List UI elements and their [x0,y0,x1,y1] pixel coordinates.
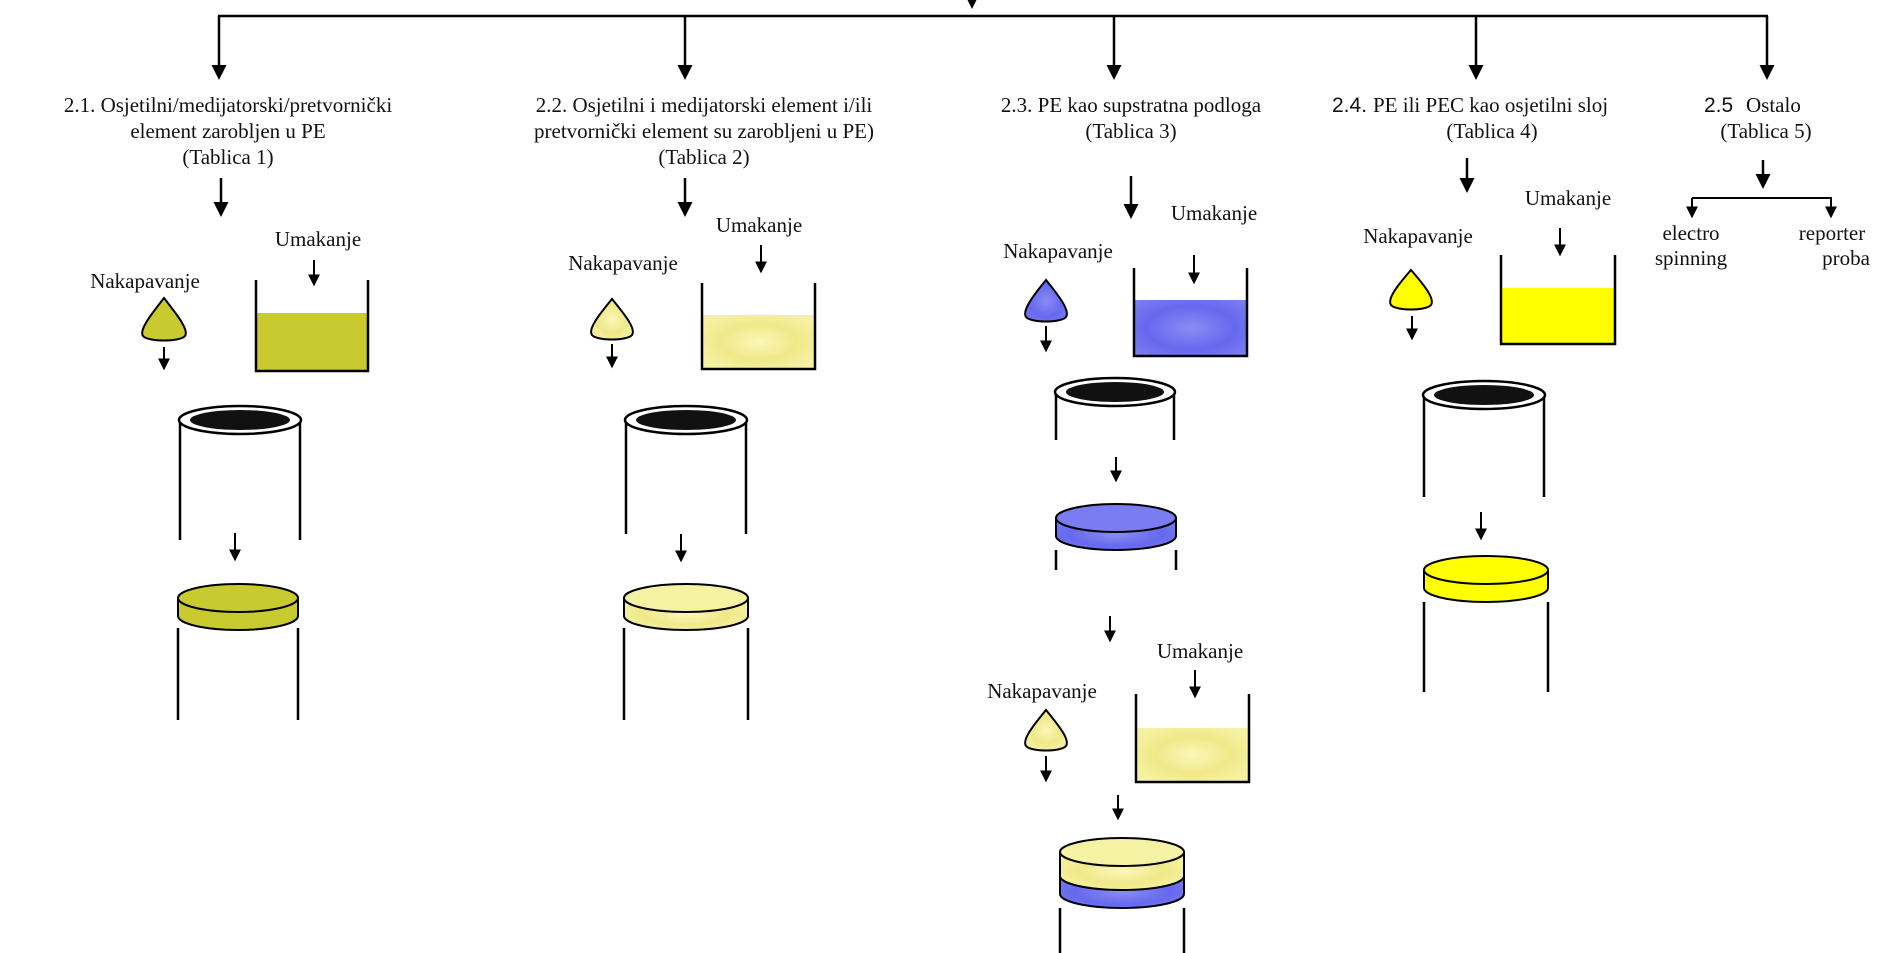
column-2-1-dip-beaker [254,280,370,373]
column-2-5-branch-2-line-2: proba [1822,246,1870,270]
column-2-4: 2.4. PE ili PEC kao osjetilni sloj (Tabl… [1332,93,1617,692]
column-2-3-dip-beaker-2 [1134,694,1251,784]
column-2-3-title-line-1: 2.3. PE kao supstratna podloga [1001,93,1262,117]
column-2-1-electrode-bare [177,404,303,540]
column-2-3-dip-label: Umakanje [1171,201,1257,225]
column-2-1-drop-icon [141,296,187,342]
column-2-1: 2.1. Osjetilni/medijatorski/pretvornički… [64,93,393,720]
column-2-4-dip-label: Umakanje [1525,186,1611,210]
column-2-4-title-line-1: PE ili PEC kao osjetilni sloj [1373,93,1608,117]
column-2-2-electrode-bare [623,404,749,534]
column-2-4-drop-label: Nakapavanje [1363,224,1473,248]
column-2-5-title-line-2: (Tablica 5) [1720,119,1811,143]
column-2-2-electrode-modified [622,583,750,720]
column-2-3-dip-label-2: Umakanje [1157,639,1243,663]
column-2-3-electrode-blue [1054,503,1178,570]
column-2-5-branch-1-line-2: spinning [1655,246,1728,270]
column-2-2-dip-label: Umakanje [716,213,802,237]
column-2-5-title-line-1: Ostalo [1746,93,1801,117]
column-2-3-drop-label-2: Nakapavanje [987,679,1097,703]
column-2-4-electrode-modified [1422,555,1550,692]
column-2-3: 2.3. PE kao supstratna podloga (Tablica … [987,93,1262,953]
column-2-5-branch-1-line-1: electro [1662,221,1719,245]
column-2-5-branch-2-line-1: reporter [1799,221,1865,245]
column-2-3-electrode-bilayer [1058,837,1186,953]
column-2-1-title-line-2: element zarobljen u PE [130,119,325,143]
column-2-3-dip-beaker [1132,268,1249,358]
column-2-4-drop-icon [1389,268,1433,311]
column-2-3-drop-icon-2 [1024,708,1068,752]
column-2-1-drop-label: Nakapavanje [90,269,200,293]
column-2-5-branch-bracket [1686,197,1837,219]
column-2-2-title-line-1: 2.2. Osjetilni i medijatorski element i/… [536,93,873,117]
column-2-1-electrode-modified [176,583,300,720]
column-2-2: 2.2. Osjetilni i medijatorski element i/… [534,93,874,720]
column-2-1-title-line-1: 2.1. Osjetilni/medijatorski/pretvornički [64,93,393,117]
column-2-2-dip-beaker [700,283,817,371]
column-2-3-electrode-bare [1053,376,1177,440]
column-2-4-title-line-2: (Tablica 4) [1446,119,1537,143]
column-2-3-title-line-2: (Tablica 3) [1085,119,1176,143]
top-bracket [211,0,1775,80]
column-2-5: 2.5 Ostalo (Tablica 5) electro spinning … [1655,93,1871,270]
column-2-4-electrode-bare [1421,379,1547,497]
column-2-5-number: 2.5 [1704,94,1733,117]
column-2-2-title-line-3: (Tablica 2) [658,145,749,169]
column-2-1-title-line-3: (Tablica 1) [182,145,273,169]
column-2-1-dip-label: Umakanje [275,227,361,251]
column-2-2-drop-label: Nakapavanje [568,251,678,275]
column-2-2-title-line-2: pretvornički element su zarobljeni u PE) [534,119,874,143]
column-2-2-drop-icon [590,297,634,341]
column-2-3-drop-label: Nakapavanje [1003,239,1113,263]
column-2-3-drop-icon [1024,278,1068,323]
column-2-4-dip-beaker [1499,255,1617,346]
column-2-4-number: 2.4. [1332,94,1367,117]
